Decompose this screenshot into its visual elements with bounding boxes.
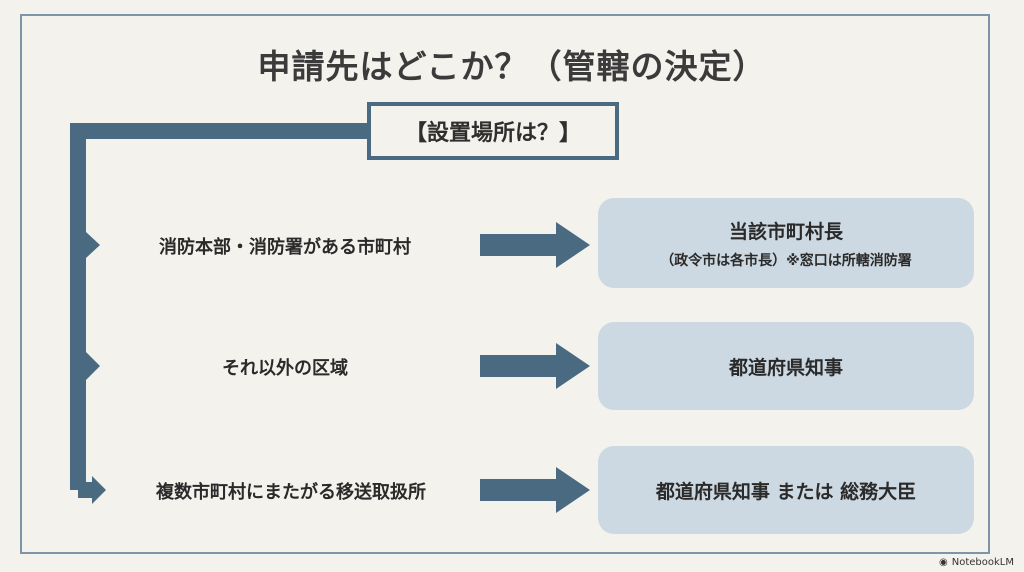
result-title-3: 都道府県知事 または 総務大臣: [655, 480, 917, 503]
condition-label-2: それ以外の区域: [222, 358, 348, 379]
brand-label: NotebookLM: [951, 557, 1014, 568]
result-box-1: 当該市町村長 （政令市は各市長）※窓口は所轄消防署: [598, 198, 974, 288]
trunk-line: [70, 123, 369, 490]
result-box-3: 都道府県知事 または 総務大臣: [598, 446, 974, 534]
branch-arrowhead-2: [86, 352, 100, 380]
result-box-2: 都道府県知事: [598, 322, 974, 410]
question-box: 【設置場所は？】: [367, 102, 619, 160]
brand-watermark: ◉ NotebookLM: [939, 557, 1014, 568]
result-title-2: 都道府県知事: [728, 356, 843, 379]
result-note-1: （政令市は各市長）※窓口は所轄消防署: [660, 252, 912, 269]
branch-arrowhead-3: [92, 476, 106, 504]
notebooklm-logo-icon: ◉: [939, 557, 948, 568]
condition-label-3: 複数市町村にまたがる移送取扱所: [156, 482, 426, 503]
result-arrow-3: [480, 467, 590, 513]
result-title-1: 当該市町村長: [728, 220, 843, 243]
result-arrow-2: [480, 343, 590, 389]
condition-label-1: 消防本部・消防署がある市町村: [159, 237, 411, 258]
branch-arrowhead-1: [86, 232, 100, 258]
slide-title: 申請先はどこか？（管轄の決定）: [257, 47, 767, 86]
result-arrow-1: [480, 222, 590, 268]
